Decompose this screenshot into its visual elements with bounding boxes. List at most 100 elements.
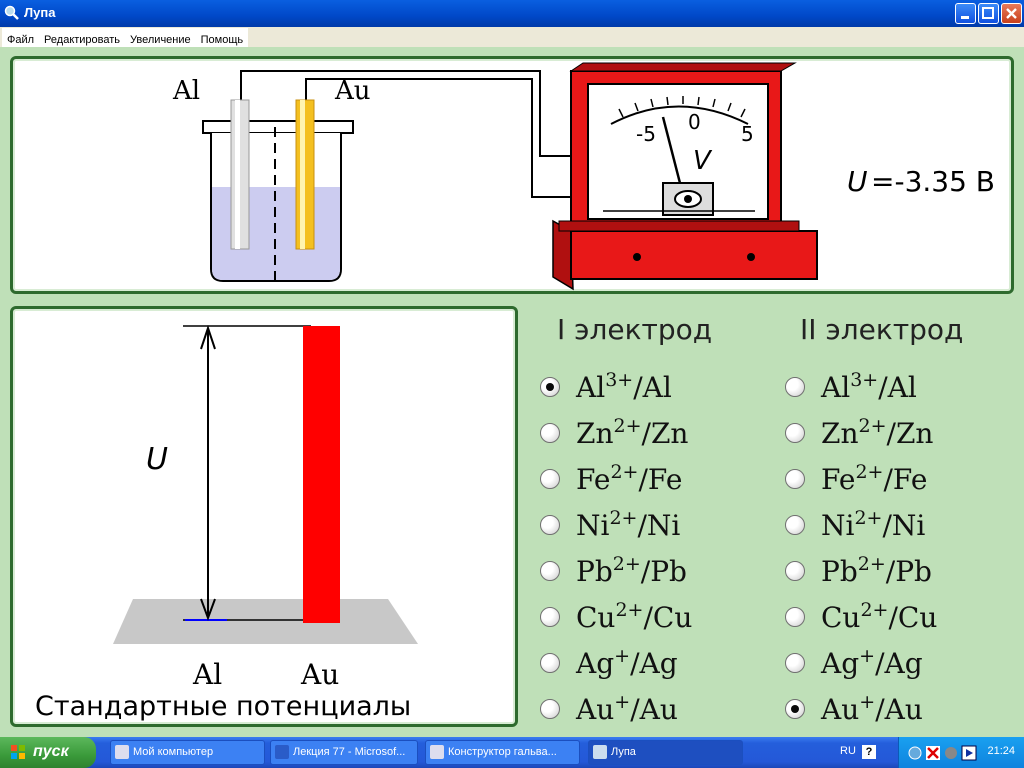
ion-symbol: Au [821, 693, 860, 726]
taskbar-constructor[interactable]: Конструктор гальва... [425, 740, 580, 765]
radio-button[interactable] [540, 515, 560, 535]
radio-button[interactable] [540, 607, 560, 627]
potentials-panel: U Al Au Стандартные потенциалы [10, 306, 518, 727]
electrode-label: Pb2+/Pb [576, 553, 687, 588]
menu-edit[interactable]: Редактировать [44, 34, 121, 46]
radio-button[interactable] [540, 377, 560, 397]
maximize-button[interactable] [978, 3, 999, 24]
taskbar-label: Конструктор гальва... [448, 746, 557, 758]
electrode-label: Fe2+/Fe [821, 461, 928, 496]
electrode1-option-fe[interactable]: Fe2+/Fe [540, 461, 770, 503]
electrode2-option-ni[interactable]: Ni2+/Ni [785, 507, 1015, 549]
start-label: пуск [33, 743, 69, 760]
radio-button[interactable] [785, 653, 805, 673]
metal-symbol: /Al [878, 371, 917, 404]
ion-charge: 2+ [610, 461, 639, 483]
radio-button[interactable] [540, 653, 560, 673]
radio-button[interactable] [540, 423, 560, 443]
electrode1-option-cu[interactable]: Cu2+/Cu [540, 599, 770, 641]
close-icon [1006, 8, 1017, 19]
metal-symbol: /Al [633, 371, 672, 404]
electrode-right-label: Au [334, 76, 371, 106]
ion-charge: + [859, 645, 876, 667]
metal-symbol: /Pb [640, 555, 687, 588]
ion-charge: 2+ [857, 553, 886, 575]
title-bar[interactable]: Лупа [0, 0, 1024, 27]
metal-symbol: /Fe [638, 463, 683, 496]
electrode2-option-al[interactable]: Al3+/Al [785, 369, 1015, 411]
meter-scale-center: 0 [688, 110, 701, 134]
close-button[interactable] [1001, 3, 1022, 24]
taskbar-label: Мой компьютер [133, 746, 214, 758]
meter-scale-left: -5 [636, 122, 656, 146]
arrow-head-top [200, 324, 216, 350]
ion-charge: 2+ [612, 553, 641, 575]
electrode2-option-cu[interactable]: Cu2+/Cu [785, 599, 1015, 641]
taskbar: пуск Мой компьютер Лекция 77 - Microsof.… [0, 737, 1024, 768]
antivirus-icon[interactable] [925, 745, 941, 761]
col1-header: I электрод [557, 313, 713, 346]
menu-help[interactable]: Помощь [200, 34, 244, 46]
radio-button[interactable] [540, 469, 560, 489]
metal-symbol: /Au [875, 693, 923, 726]
reference-plane [113, 599, 418, 644]
electrode-label: Cu2+/Cu [576, 599, 692, 634]
electrode1-option-ni[interactable]: Ni2+/Ni [540, 507, 770, 549]
electrode2-option-pb[interactable]: Pb2+/Pb [785, 553, 1015, 595]
taskbar-word-doc[interactable]: Лекция 77 - Microsof... [270, 740, 418, 765]
ion-charge: 3+ [605, 369, 634, 391]
ion-charge: 2+ [609, 507, 638, 529]
taskbar-my-computer[interactable]: Мой компьютер [110, 740, 265, 765]
radio-button[interactable] [540, 699, 560, 719]
ion-symbol: Ni [821, 509, 855, 542]
radio-button[interactable] [540, 561, 560, 581]
help-icon[interactable]: ? [862, 745, 876, 759]
arrow-head-bottom [200, 598, 216, 621]
beaker [202, 120, 354, 282]
language-indicator[interactable]: RU [840, 745, 856, 757]
metal-symbol: /Ag [630, 647, 678, 680]
electrode2-option-au[interactable]: Au+/Au [785, 691, 1015, 733]
minimize-button[interactable] [955, 3, 976, 24]
electrode1-option-ag[interactable]: Ag+/Ag [540, 645, 770, 687]
electrode2-option-ag[interactable]: Ag+/Ag [785, 645, 1015, 687]
electrode2-option-fe[interactable]: Fe2+/Fe [785, 461, 1015, 503]
menu-zoom[interactable]: Увеличение [130, 34, 191, 46]
ion-charge: 3+ [850, 369, 879, 391]
shield-icon[interactable] [943, 745, 959, 761]
ion-symbol: Au [576, 693, 615, 726]
electrode-label: Cu2+/Cu [821, 599, 937, 634]
ion-charge: 2+ [854, 507, 883, 529]
taskbar-magnifier[interactable]: Лупа [588, 740, 743, 765]
radio-button[interactable] [785, 377, 805, 397]
meter-needle [661, 116, 683, 188]
clock: 21:24 [987, 745, 1015, 757]
electrode-label: Pb2+/Pb [821, 553, 932, 588]
ion-symbol: Zn [576, 417, 614, 450]
ion-symbol: Pb [821, 555, 858, 588]
electrode1-option-al[interactable]: Al3+/Al [540, 369, 770, 411]
network-icon[interactable] [907, 745, 923, 761]
start-button[interactable]: пуск [0, 737, 96, 768]
electrode1-option-zn[interactable]: Zn2+/Zn [540, 415, 770, 457]
electrode1-option-pb[interactable]: Pb2+/Pb [540, 553, 770, 595]
electrode-label: Au+/Au [821, 691, 923, 726]
metal-symbol: /Fe [883, 463, 928, 496]
maximize-icon [982, 7, 994, 19]
radio-button[interactable] [785, 561, 805, 581]
electrode2-option-zn[interactable]: Zn2+/Zn [785, 415, 1015, 457]
apparatus-panel: Al Au -5 0 5 V U =-3.35 В [10, 56, 1014, 294]
menu-file[interactable]: Файл [7, 34, 35, 46]
ion-symbol: Al [821, 371, 851, 404]
radio-button[interactable] [785, 469, 805, 489]
electrode1-option-au[interactable]: Au+/Au [540, 691, 770, 733]
ion-symbol: Ag [821, 647, 860, 680]
ion-charge: 2+ [615, 599, 644, 621]
taskbar-label: Лекция 77 - Microsof... [293, 746, 406, 758]
radio-button[interactable] [785, 515, 805, 535]
radio-button[interactable] [785, 607, 805, 627]
radio-button[interactable] [785, 699, 805, 719]
play-icon[interactable] [961, 745, 977, 761]
radio-button[interactable] [785, 423, 805, 443]
